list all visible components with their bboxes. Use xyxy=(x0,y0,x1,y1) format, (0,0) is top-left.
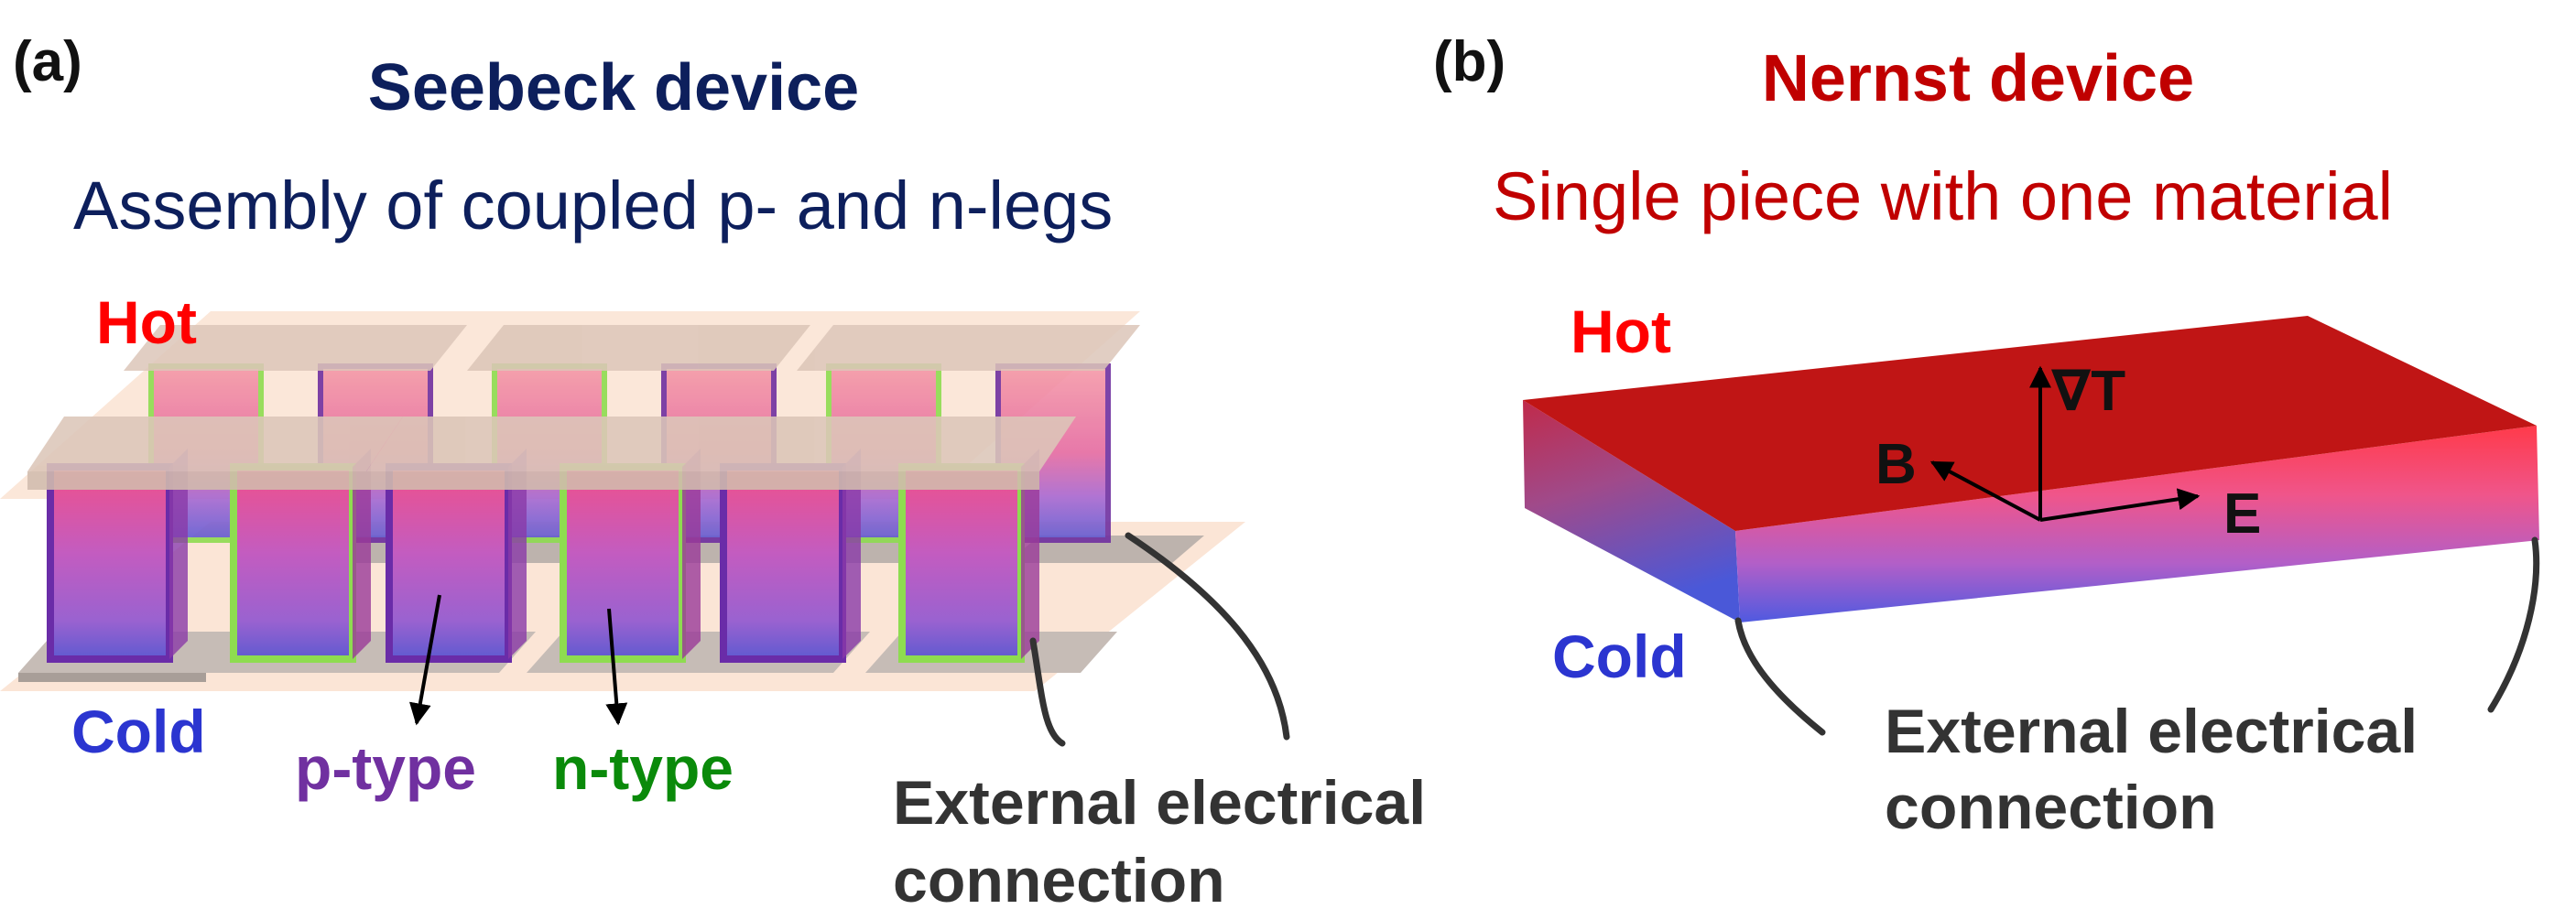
leg-n-type xyxy=(898,449,1039,663)
external-connection-label-b-line2: connection xyxy=(1885,773,2217,842)
p-type-label: p-type xyxy=(295,734,476,802)
nernst-slab xyxy=(1523,316,2539,622)
leg-n-type xyxy=(560,449,701,663)
hot-label-a: Hot xyxy=(96,288,197,356)
magnetic-field-arrow-icon xyxy=(1929,460,2041,522)
external-wire-icon xyxy=(2487,536,2540,713)
slab-front-face xyxy=(1735,426,2539,622)
hot-label-b: Hot xyxy=(1571,298,1671,365)
nernst-subtitle: Single piece with one material xyxy=(1493,158,2393,234)
external-wire-icon xyxy=(1029,637,1066,747)
magnetic-field-label: B xyxy=(1875,433,1917,496)
leg-n-type xyxy=(230,449,371,663)
electric-field-arrow-icon xyxy=(2039,488,2201,522)
panel-a-label: (a) xyxy=(13,30,82,93)
external-connection-label-a-line1: External electrical xyxy=(893,768,1426,838)
nernst-title: Nernst device xyxy=(1762,42,2194,115)
n-type-label: n-type xyxy=(552,734,734,802)
p-type-pointer-arrow xyxy=(408,594,441,726)
electric-field-label: E xyxy=(2223,482,2261,546)
seebeck-subtitle: Assembly of coupled p- and n-legs xyxy=(73,168,1113,244)
cold-label-a: Cold xyxy=(71,698,206,765)
panel-b: (b) Nernst device Single piece with one … xyxy=(1433,30,2540,842)
external-connection-label-a-line2: connection xyxy=(893,846,1225,915)
external-connection-label-b-line1: External electrical xyxy=(1885,697,2418,766)
vector-triad: ∇T B E xyxy=(1875,360,2261,546)
slab-top-face xyxy=(1523,316,2537,531)
panel-b-label: (b) xyxy=(1433,30,1505,93)
top-electrodes-front xyxy=(27,417,1076,490)
external-wire-icon xyxy=(1734,617,1826,736)
n-type-pointer-arrow xyxy=(605,608,628,726)
seebeck-title: Seebeck device xyxy=(368,51,859,124)
panel-a: (a) Seebeck device Assembly of coupled p… xyxy=(0,30,1426,915)
external-wire-icon xyxy=(1125,532,1290,741)
top-electrodes-back xyxy=(124,325,1140,371)
slab-left-face xyxy=(1523,400,1740,622)
cold-label-b: Cold xyxy=(1552,622,1687,690)
leg-p-type xyxy=(47,449,188,663)
gradient-t-label: ∇T xyxy=(2051,360,2125,423)
